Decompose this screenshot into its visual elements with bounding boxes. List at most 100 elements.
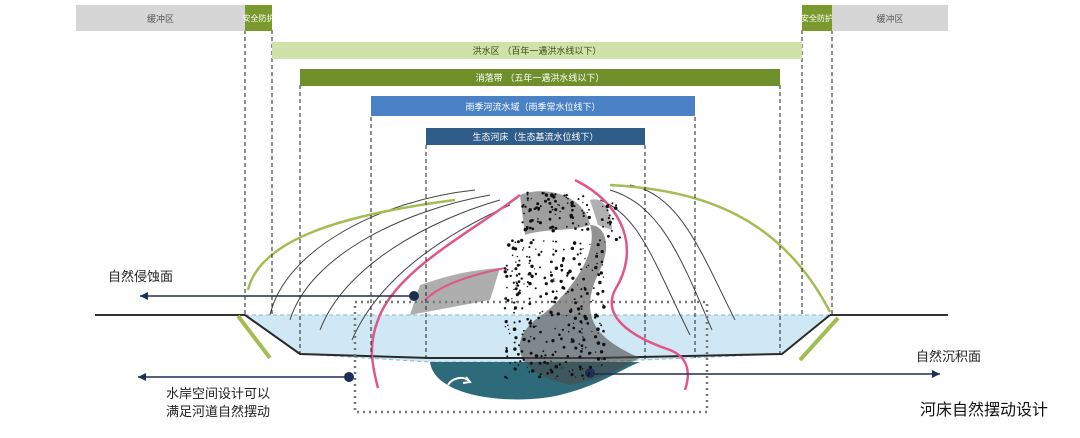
speckle-dot — [561, 328, 565, 331]
waterfront-point — [344, 372, 354, 382]
speckle-dot — [518, 272, 521, 276]
speckle-dot — [526, 225, 529, 229]
speckle-dot — [517, 364, 520, 366]
speckle-dot — [547, 198, 550, 201]
speckle-dot — [509, 362, 512, 365]
speckle-dot — [602, 342, 606, 347]
meander-line-inner — [424, 267, 506, 301]
speckle-dot — [514, 241, 517, 243]
speckle-dot — [504, 326, 507, 328]
speckle-dot — [552, 253, 555, 256]
diagram-title: 河床自然摆动设计 — [920, 400, 1049, 419]
speckle-dot — [568, 309, 573, 313]
speckle-dot — [556, 312, 560, 316]
speckle-dot — [534, 268, 536, 270]
speckle-dot — [506, 286, 508, 289]
speckle-dot — [599, 271, 603, 275]
speckle-dot — [567, 197, 569, 200]
speckle-dot — [503, 307, 507, 310]
speckle-dot — [606, 221, 609, 224]
speckle-dot — [519, 289, 521, 292]
speckle-dot — [539, 205, 542, 208]
speckle-dot — [582, 248, 584, 250]
rainy-season-band: 雨季河流水域（雨季常水位线下） — [371, 96, 695, 116]
speckle-dot — [559, 210, 561, 213]
speckle-dot — [555, 290, 558, 293]
speckle-dot — [587, 264, 590, 267]
speckle-dot — [598, 280, 602, 285]
speckle-dot — [516, 240, 520, 244]
speckle-dot — [529, 361, 533, 365]
speckle-dot — [534, 354, 539, 358]
channel-bed — [244, 314, 831, 359]
sediment-speckles — [503, 191, 621, 380]
speckle-dot — [587, 374, 589, 377]
speckle-dot — [602, 225, 605, 228]
speckle-dot — [513, 341, 516, 344]
speckle-dot — [543, 192, 546, 194]
speckle-dot — [549, 226, 552, 230]
meander-line-left — [370, 194, 521, 389]
speckle-dot — [541, 310, 544, 313]
speckle-dot — [565, 314, 568, 317]
speckle-dot — [504, 297, 507, 300]
speckle-dot — [593, 316, 597, 319]
speckle-dot — [601, 359, 603, 361]
speckle-dot — [560, 264, 564, 268]
speckle-dot — [551, 339, 555, 343]
speckle-dot — [610, 229, 613, 232]
speckle-dot — [578, 365, 582, 369]
speckle-dot — [561, 280, 563, 282]
speckle-dot — [585, 203, 589, 207]
speckle-dot — [511, 254, 514, 257]
speckle-dot — [566, 355, 570, 358]
speckle-dot — [600, 324, 603, 327]
speckle-dot — [549, 310, 553, 314]
speckle-dot — [577, 198, 580, 201]
speckle-dot — [526, 193, 529, 196]
speckle-dot — [504, 267, 507, 270]
speckle-dot — [527, 339, 531, 343]
speckle-dot — [609, 222, 612, 224]
speckle-dot — [580, 305, 583, 308]
speckle-dot — [580, 344, 584, 348]
speckle-dot — [527, 199, 529, 202]
bank-slope-right — [798, 316, 840, 362]
speckle-dot — [528, 281, 532, 286]
speckle-dot — [591, 269, 594, 272]
speckle-dot — [600, 301, 602, 303]
speckle-dot — [577, 224, 580, 227]
waterfront-label-line2: 满足河道自然摆动 — [166, 405, 271, 420]
speckle-dot — [599, 322, 601, 325]
speckle-dot — [530, 336, 532, 338]
speckle-dot — [554, 249, 558, 253]
speckle-dot — [537, 206, 541, 210]
speckle-dot — [516, 284, 520, 287]
speckle-dot — [506, 268, 509, 271]
speckle-dot — [520, 350, 524, 353]
speckle-dot — [590, 352, 592, 354]
speckle-dot — [508, 332, 511, 335]
speckle-dot — [528, 256, 531, 259]
speckle-dot — [550, 313, 554, 317]
speckle-dot — [561, 259, 565, 262]
speckle-dot — [532, 325, 536, 329]
speckle-dot — [591, 331, 593, 333]
speckle-dot — [550, 300, 554, 303]
speckle-dot — [581, 209, 583, 212]
speckle-dot — [539, 330, 542, 334]
speckle-dot — [541, 191, 544, 195]
speckle-dot — [526, 317, 529, 321]
speckle-dot — [515, 261, 517, 263]
speckle-dot — [581, 374, 584, 377]
speckle-dot — [521, 221, 524, 224]
speckle-dot — [540, 250, 543, 253]
speckle-dot — [522, 247, 525, 249]
speckle-dot — [602, 276, 605, 278]
speckle-dot — [558, 217, 561, 220]
speckle-dot — [576, 307, 581, 311]
speckle-dot — [586, 212, 588, 214]
speckle-dot — [513, 367, 517, 371]
flood-zone-band: 洪水区 （百年一遇洪水线以下） — [272, 42, 802, 59]
speckle-dot — [602, 205, 604, 208]
